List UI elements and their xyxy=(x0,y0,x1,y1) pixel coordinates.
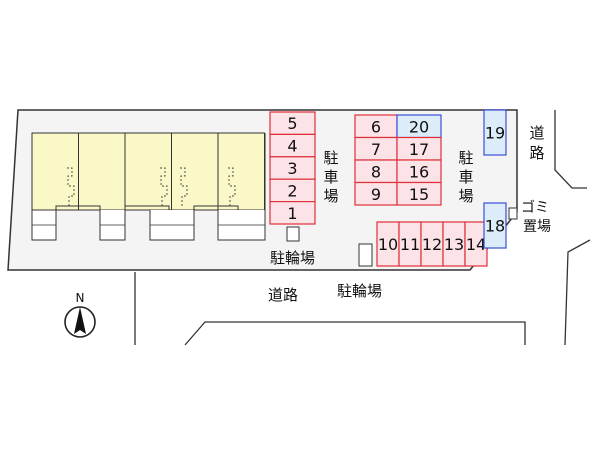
parking-stall-number: 1 xyxy=(287,204,297,223)
parking-stall-number: 7 xyxy=(371,140,381,159)
parking-stall-14: 14 xyxy=(464,221,488,267)
garbage-area-marker xyxy=(508,207,518,220)
parking-stall-10: 10 xyxy=(376,221,400,267)
parking-stall-number: 9 xyxy=(371,185,381,204)
parking-stall-17: 17 xyxy=(396,136,442,161)
parking-stall-13: 13 xyxy=(442,221,466,267)
bicycle-parking-label-1: 駐輪場 xyxy=(270,249,315,267)
parking-stall-1: 1 xyxy=(269,201,316,225)
parking-stall-4: 4 xyxy=(269,133,316,158)
parking-stall-number: 16 xyxy=(409,162,429,181)
bicycle-parking-box-2 xyxy=(358,243,373,267)
parking-lot-label-west: 駐車場 xyxy=(323,149,338,205)
road-label-south: 道路 xyxy=(268,286,298,304)
parking-stall-number: 2 xyxy=(287,181,297,200)
parking-stall-9: 9 xyxy=(354,181,398,206)
entrance-step xyxy=(124,205,170,210)
parking-stall-3: 3 xyxy=(269,156,316,180)
parking-stall-18: 18 xyxy=(483,202,507,249)
bicycle-parking-box-1 xyxy=(286,226,300,242)
parking-stall-number: 18 xyxy=(485,217,505,236)
parking-stall-number: 17 xyxy=(409,140,429,159)
building-unit xyxy=(217,132,265,211)
parking-stall-number: 14 xyxy=(466,235,486,254)
parking-lot-label-east: 駐車場 xyxy=(458,149,473,205)
building-unit xyxy=(78,132,126,211)
parking-stall-box xyxy=(396,181,442,206)
parking-stall-number: 8 xyxy=(371,162,381,181)
parking-stall-number: 3 xyxy=(287,159,297,178)
parking-stall-8: 8 xyxy=(354,159,398,184)
entrance-step xyxy=(55,205,101,210)
parking-stall-number: 15 xyxy=(409,185,429,204)
parking-stall-2: 2 xyxy=(269,178,316,203)
north-arrow-icon: N xyxy=(64,291,96,338)
parking-stall-number: 13 xyxy=(444,235,464,254)
parking-stall-12: 12 xyxy=(420,221,444,267)
parking-stall-15: 15 xyxy=(396,181,442,206)
building-unit xyxy=(171,132,219,211)
parking-stall-number: 4 xyxy=(287,137,297,156)
parking-stall-number: 20 xyxy=(409,117,429,136)
building-unit xyxy=(31,132,79,211)
entrance-step xyxy=(193,205,239,210)
parking-stall-19: 19 xyxy=(483,109,507,156)
parking-stall-number: 10 xyxy=(378,235,398,254)
building-unit xyxy=(124,132,172,211)
garbage-area-label: ゴミ置場 xyxy=(521,199,551,235)
parking-stall-number: 6 xyxy=(371,117,381,136)
parking-stall-number: 19 xyxy=(485,124,505,143)
road-edges xyxy=(134,110,591,346)
parking-stall-number: 5 xyxy=(287,114,297,133)
parking-stall-20: 20 xyxy=(396,114,442,139)
parking-stall-5: 5 xyxy=(269,111,316,135)
parking-stall-6: 6 xyxy=(354,114,398,139)
north-label: N xyxy=(76,291,85,305)
parking-stall-box xyxy=(269,201,316,225)
parking-stall-box xyxy=(483,109,507,156)
bicycle-parking-label-2: 駐輪場 xyxy=(337,282,382,300)
parking-stall-number: 11 xyxy=(400,235,420,254)
road-label-east: 道路 xyxy=(529,124,544,162)
parking-stall-7: 7 xyxy=(354,136,398,161)
parking-stall-11: 11 xyxy=(398,221,422,267)
parking-stall-16: 16 xyxy=(396,159,442,184)
parking-stall-number: 12 xyxy=(422,235,442,254)
apartment-building xyxy=(31,132,266,241)
parking-stall-box xyxy=(483,202,507,249)
